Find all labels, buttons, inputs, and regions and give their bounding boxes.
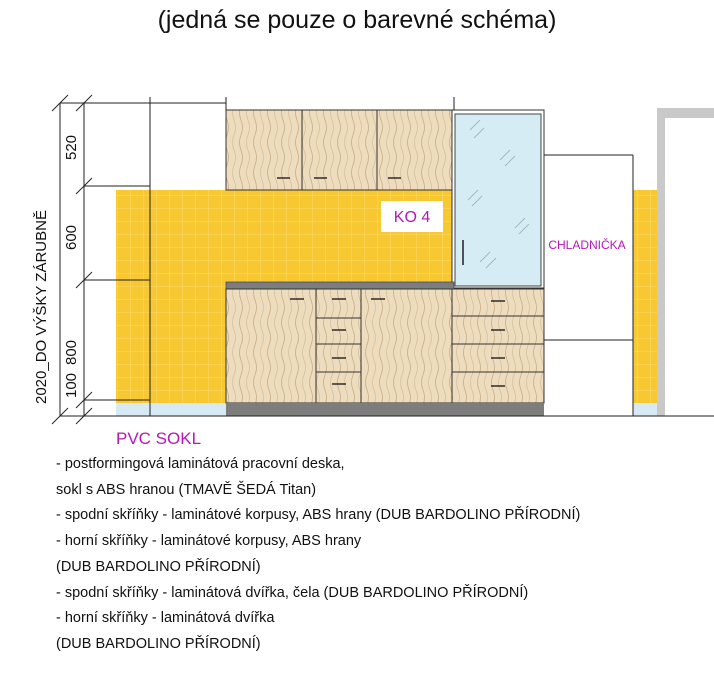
fridge [544, 154, 634, 416]
ko4-label-box [381, 201, 443, 232]
lower-cabinets [225, 288, 545, 404]
dimension-600-label: 600 [63, 225, 80, 250]
note-line: - postformingová laminátová pracovní des… [56, 456, 345, 472]
material-notes: - postformingová laminátová pracovní des… [56, 452, 714, 658]
note-line: (DUB BARDOLINO PŘÍRODNÍ) [56, 558, 261, 575]
note-line: - horní skříňky - laminátové korpusy, AB… [56, 533, 362, 550]
tall-glass-cabinet [451, 109, 545, 289]
pvc-sokl-label: PVC SOKL [116, 429, 201, 448]
cabinet-plinth [226, 403, 544, 416]
page-title: (jedná se pouze o barevné schéma) [157, 6, 557, 34]
wall-tiles-left [116, 190, 226, 403]
note-line: (DUB BARDOLINO PŘÍRODNÍ) [56, 635, 261, 652]
kitchen-elevation-drawing: 2020_DO VÝŠKY ZÁRUBNĚ 520 600 800 100 KO… [33, 94, 714, 448]
note-line: sokl s ABS hranou (TMAVĚ ŠEDÁ Titan) [56, 481, 317, 498]
total-height-label: 2020_DO VÝŠKY ZÁRUBNĚ [33, 210, 50, 404]
dimension-800-label: 800 [63, 340, 80, 365]
wall-tiles-right [633, 190, 657, 403]
dimension-100-label: 100 [63, 373, 80, 398]
pvc-plinth-strip-right [633, 403, 657, 416]
note-line: - spodní skříňky - laminátové korpusy, A… [56, 507, 581, 524]
fridge-label: CHLADNIČKA [548, 237, 625, 252]
dimension-lines [51, 94, 226, 425]
countertop [225, 281, 455, 290]
upper-cabinets [225, 109, 455, 191]
door-frame [657, 108, 714, 416]
dimension-520-label: 520 [63, 135, 80, 160]
note-line: - horní skříňky - laminátová dvířka [56, 610, 275, 627]
ko4-label: KO 4 [394, 209, 431, 226]
note-line: - spodní skříňky - laminátová dvířka, če… [56, 584, 529, 601]
pvc-plinth-strip [116, 403, 226, 416]
